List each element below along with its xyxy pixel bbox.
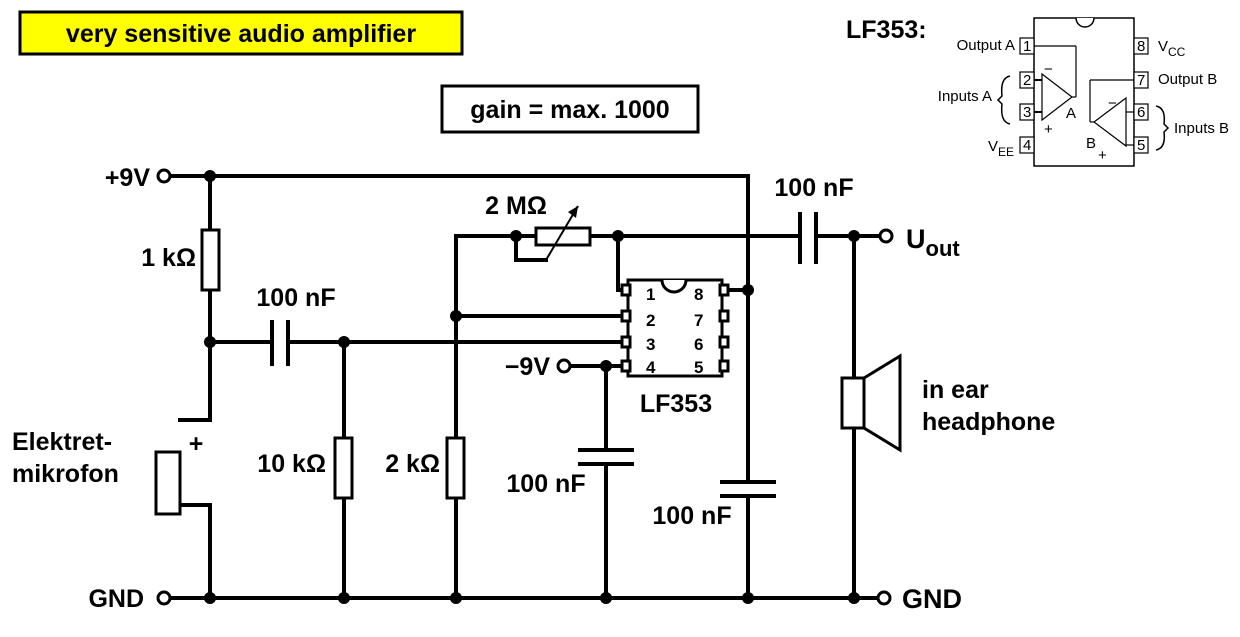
pinout-vcc-subscript: CC	[1168, 45, 1186, 59]
capacitor-output: 100 nF	[774, 174, 854, 264]
microphone-label-line2: mikrofon	[12, 460, 119, 488]
chip-pin-4: 4	[646, 358, 656, 377]
supply-positive-label: +9V	[105, 164, 151, 192]
headphone-label-line1: in ear	[922, 376, 989, 404]
chip-pin-8: 8	[694, 285, 703, 304]
terminals: +9V GND −9V Uout GND	[88, 164, 962, 614]
capacitor-output-label: 100 nF	[774, 174, 853, 202]
pinout-vcc-symbol: V	[1158, 38, 1168, 55]
resistor-1k: 1 kΩ	[141, 228, 221, 292]
in-ear-headphone: in ear headphone	[840, 353, 1055, 453]
amp-b-plus: +	[1098, 147, 1107, 164]
chip-pin-2: 2	[646, 311, 655, 330]
output-subscript: out	[926, 236, 961, 261]
capacitor-input-label: 100 nF	[256, 284, 335, 312]
chip-pin-6: 6	[694, 335, 703, 354]
gain-text: gain = max. 1000	[470, 96, 669, 124]
chip-pin-5: 5	[694, 358, 703, 377]
pinout-vee-subscript: EE	[998, 145, 1014, 159]
pinout-title: LF353:	[846, 16, 927, 44]
resistor-10k: 10 kΩ	[257, 436, 354, 500]
pinout-vcc: VCC	[1158, 38, 1186, 59]
capacitor-input: 100 nF	[256, 284, 336, 366]
pinout-output-b: Output B	[1158, 71, 1217, 88]
pinout-pin-4: 4	[1023, 137, 1031, 154]
chip-pin-3: 3	[646, 335, 655, 354]
microphone-polarity: +	[189, 430, 204, 458]
capacitor-neg-supply: 100 nF	[506, 448, 634, 498]
headphone-label-line2: headphone	[922, 408, 1055, 436]
supply-negative-label: −9V	[505, 353, 551, 381]
pinout-vee-symbol: V	[988, 138, 998, 155]
pinout-pin-3: 3	[1023, 104, 1031, 121]
wires	[168, 174, 882, 600]
electret-microphone: + Elektret- mikrofon	[12, 428, 204, 516]
lf353-pinout-inset: LF353: 1 2 3 4 8 7 6 5 − + A	[846, 16, 1229, 167]
pinout-pin-8: 8	[1137, 38, 1145, 55]
amp-a-plus: +	[1044, 121, 1053, 138]
resistor-2k: 2 kΩ	[385, 436, 466, 500]
resistor-1k-label: 1 kΩ	[141, 244, 196, 272]
pinout-pin-7: 7	[1137, 72, 1145, 89]
pinout-output-a: Output A	[957, 37, 1015, 54]
ground-left-label: GND	[88, 585, 144, 613]
resistor-10k-label: 10 kΩ	[257, 450, 326, 478]
pinout-inputs-b: Inputs B	[1174, 120, 1229, 137]
chip-pin-7: 7	[694, 311, 703, 330]
output-symbol: U	[906, 224, 926, 254]
amp-b-minus: −	[1108, 95, 1117, 112]
microphone-label-line1: Elektret-	[12, 428, 112, 456]
amp-a-minus: −	[1044, 61, 1053, 78]
chip-label: LF353	[640, 390, 712, 418]
chip-pin-1: 1	[646, 285, 655, 304]
resistor-2k-label: 2 kΩ	[385, 450, 440, 478]
pinout-vee: VEE	[988, 138, 1014, 159]
title-text: very sensitive audio amplifier	[66, 20, 416, 48]
pinout-pin-6: 6	[1137, 104, 1145, 121]
potentiometer-2m-label: 2 MΩ	[485, 192, 547, 220]
output-label: Uout	[906, 224, 960, 261]
pinout-inputs-a: Inputs A	[938, 88, 992, 105]
gain-box: gain = max. 1000	[440, 84, 700, 134]
capacitor-pos-supply-label: 100 nF	[652, 502, 731, 530]
capacitor-neg-supply-label: 100 nF	[506, 470, 585, 498]
junctions	[204, 170, 860, 604]
lf353-chip: 1 2 3 4 5 6 7 8 LF353	[620, 278, 730, 418]
pinout-pin-2: 2	[1023, 72, 1031, 89]
capacitor-pos-supply: 100 nF	[652, 480, 776, 530]
amp-a-label: A	[1066, 105, 1076, 122]
amp-b-label: B	[1086, 135, 1096, 152]
ground-right-label: GND	[902, 584, 962, 614]
potentiometer-2m: 2 MΩ	[485, 192, 592, 261]
title-box: very sensitive audio amplifier	[18, 10, 464, 56]
pinout-pin-1: 1	[1023, 38, 1031, 55]
pinout-pin-5: 5	[1137, 137, 1145, 154]
